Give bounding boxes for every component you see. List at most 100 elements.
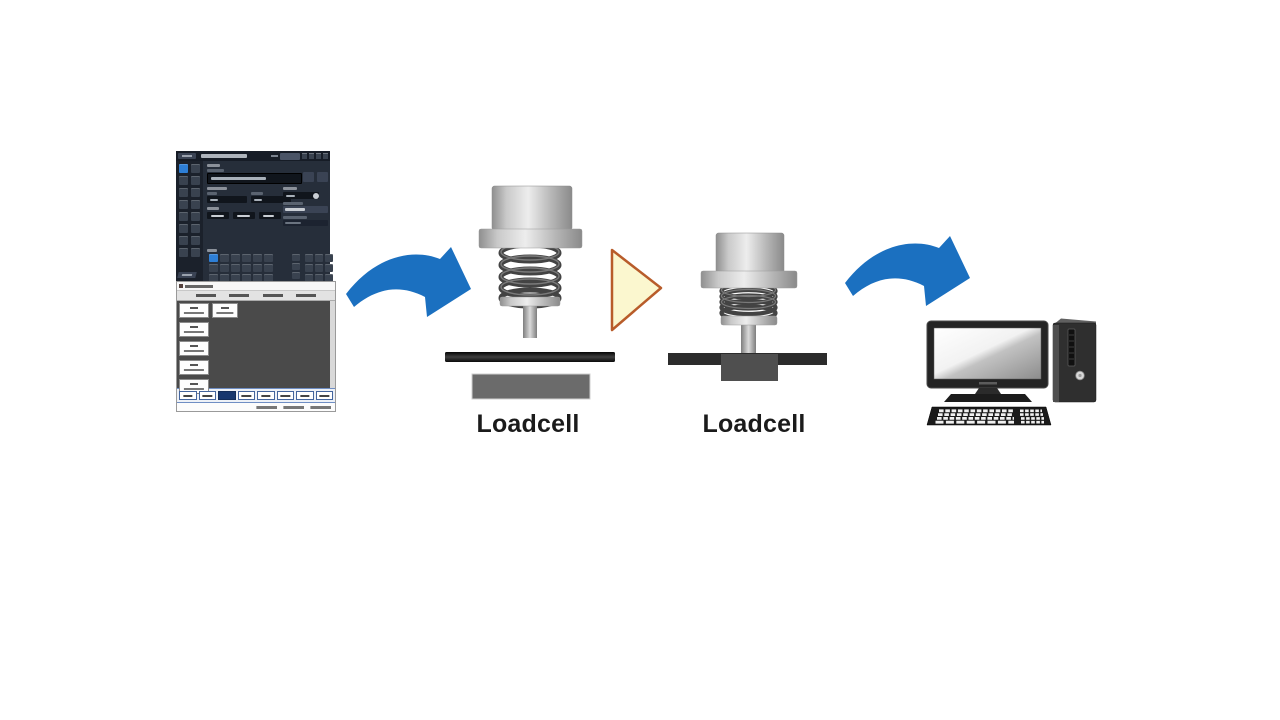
icon-cell[interactable]: [253, 264, 262, 272]
icon-cell[interactable]: [242, 254, 251, 262]
icon-cell[interactable]: [179, 176, 188, 185]
value-blur: [237, 214, 250, 217]
base-plate-thin: [445, 352, 615, 362]
value-field-1: [207, 212, 229, 219]
icon-cell[interactable]: [179, 248, 188, 257]
section2-header-blur: [207, 187, 227, 190]
icon-cell[interactable]: [191, 176, 200, 185]
icon-cell[interactable]: [220, 254, 229, 262]
monitor-logo-strip: [979, 382, 997, 385]
icon-cell[interactable]: [315, 264, 323, 272]
loadcell-block: [471, 373, 591, 400]
icon-cell[interactable]: [209, 264, 218, 272]
right-panel-field2[interactable]: [283, 220, 328, 226]
icon-cell[interactable]: [325, 254, 333, 262]
menu-button[interactable]: [280, 152, 300, 160]
step-button[interactable]: [179, 341, 209, 356]
icon-cell[interactable]: [209, 274, 218, 282]
step-button[interactable]: [179, 360, 209, 375]
toolbar-button[interactable]: [276, 391, 294, 400]
toolbar-button[interactable]: [296, 391, 314, 400]
step-button[interactable]: [179, 322, 209, 337]
toolbar-button[interactable]: [179, 391, 197, 400]
step-button[interactable]: [179, 303, 209, 318]
window-control-button[interactable]: [309, 153, 314, 159]
file-label-blur: [207, 169, 224, 172]
loadcell-label-right: Loadcell: [702, 410, 806, 438]
icon-cell[interactable]: [191, 224, 200, 233]
press-flange: [700, 270, 798, 289]
press-apparatus-compressed: [668, 232, 827, 381]
icon-cell[interactable]: [179, 188, 188, 197]
window1-main-panel: [203, 161, 333, 288]
toolbar-button[interactable]: [237, 391, 255, 400]
icon-cell[interactable]: [253, 254, 262, 262]
round-icon-button[interactable]: [313, 192, 319, 199]
icon-cell[interactable]: [220, 264, 229, 272]
reset-button[interactable]: [178, 153, 196, 159]
right-panel-field[interactable]: [283, 192, 319, 199]
toolbar-button[interactable]: [257, 391, 275, 400]
icon-cell[interactable]: [191, 164, 200, 173]
icon-cell[interactable]: [242, 274, 251, 282]
toolbar-button[interactable]: [315, 391, 333, 400]
save-icon-button[interactable]: [317, 172, 328, 182]
icon-cell[interactable]: [264, 264, 273, 272]
window1-titlebar: [176, 151, 330, 161]
monitor-screen: [933, 327, 1042, 380]
icon-cell[interactable]: [305, 274, 313, 282]
icon-cell[interactable]: [292, 263, 300, 270]
window-control-button[interactable]: [302, 153, 307, 159]
input-field-1[interactable]: [207, 196, 247, 203]
icon-cell[interactable]: [315, 254, 323, 262]
window-control-button[interactable]: [316, 153, 321, 159]
dropdown-text-blur: [285, 208, 305, 211]
icon-cell[interactable]: [191, 248, 200, 257]
press-rod: [523, 303, 537, 338]
column-header-blur: [262, 294, 283, 297]
icon-cell[interactable]: [264, 254, 273, 262]
icon-cell[interactable]: [292, 272, 300, 279]
folder-icon-button[interactable]: [303, 172, 314, 182]
toolbar-button[interactable]: [198, 391, 216, 400]
file-path-field[interactable]: [207, 173, 302, 184]
icon-cell[interactable]: [292, 254, 300, 261]
icon-cell[interactable]: [179, 164, 188, 173]
icon-cell[interactable]: [242, 264, 251, 272]
icon-cell[interactable]: [179, 200, 188, 209]
value-field-3: [259, 212, 281, 219]
icon-cell[interactable]: [325, 264, 333, 272]
icon-cell[interactable]: [191, 200, 200, 209]
icon-cell[interactable]: [179, 212, 188, 221]
window2-statusbar: [177, 403, 335, 411]
step-button-secondary[interactable]: [212, 303, 238, 318]
icon-cell[interactable]: [231, 274, 240, 282]
icon-cell[interactable]: [325, 274, 333, 282]
value-blur: [263, 214, 274, 217]
icon-cell[interactable]: [179, 224, 188, 233]
icon-cell[interactable]: [220, 274, 229, 282]
icon-cell[interactable]: [305, 264, 313, 272]
window1-title-text-blur: [201, 154, 247, 158]
icon-cell[interactable]: [305, 254, 313, 262]
icon-cell[interactable]: [231, 254, 240, 262]
icon-cell[interactable]: [191, 188, 200, 197]
window2-titlebar: [177, 282, 335, 291]
window-control-button[interactable]: [323, 153, 328, 159]
icon-cell[interactable]: [179, 236, 188, 245]
icon-cell[interactable]: [253, 274, 262, 282]
dropdown-field[interactable]: [283, 206, 328, 213]
status-segment-blur: [283, 405, 304, 409]
toolbar-button[interactable]: [218, 391, 236, 400]
right-edge-strip: [330, 301, 335, 388]
icon-cell[interactable]: [209, 254, 218, 262]
monitor: [926, 320, 1049, 389]
icon-cell[interactable]: [231, 264, 240, 272]
section3-header-blur: [207, 207, 219, 210]
icon-cell[interactable]: [191, 212, 200, 221]
icon-cell[interactable]: [264, 274, 273, 282]
status-segment-blur: [310, 405, 331, 409]
icon-cell[interactable]: [315, 274, 323, 282]
input-field-2[interactable]: [251, 196, 291, 203]
icon-cell[interactable]: [191, 236, 200, 245]
